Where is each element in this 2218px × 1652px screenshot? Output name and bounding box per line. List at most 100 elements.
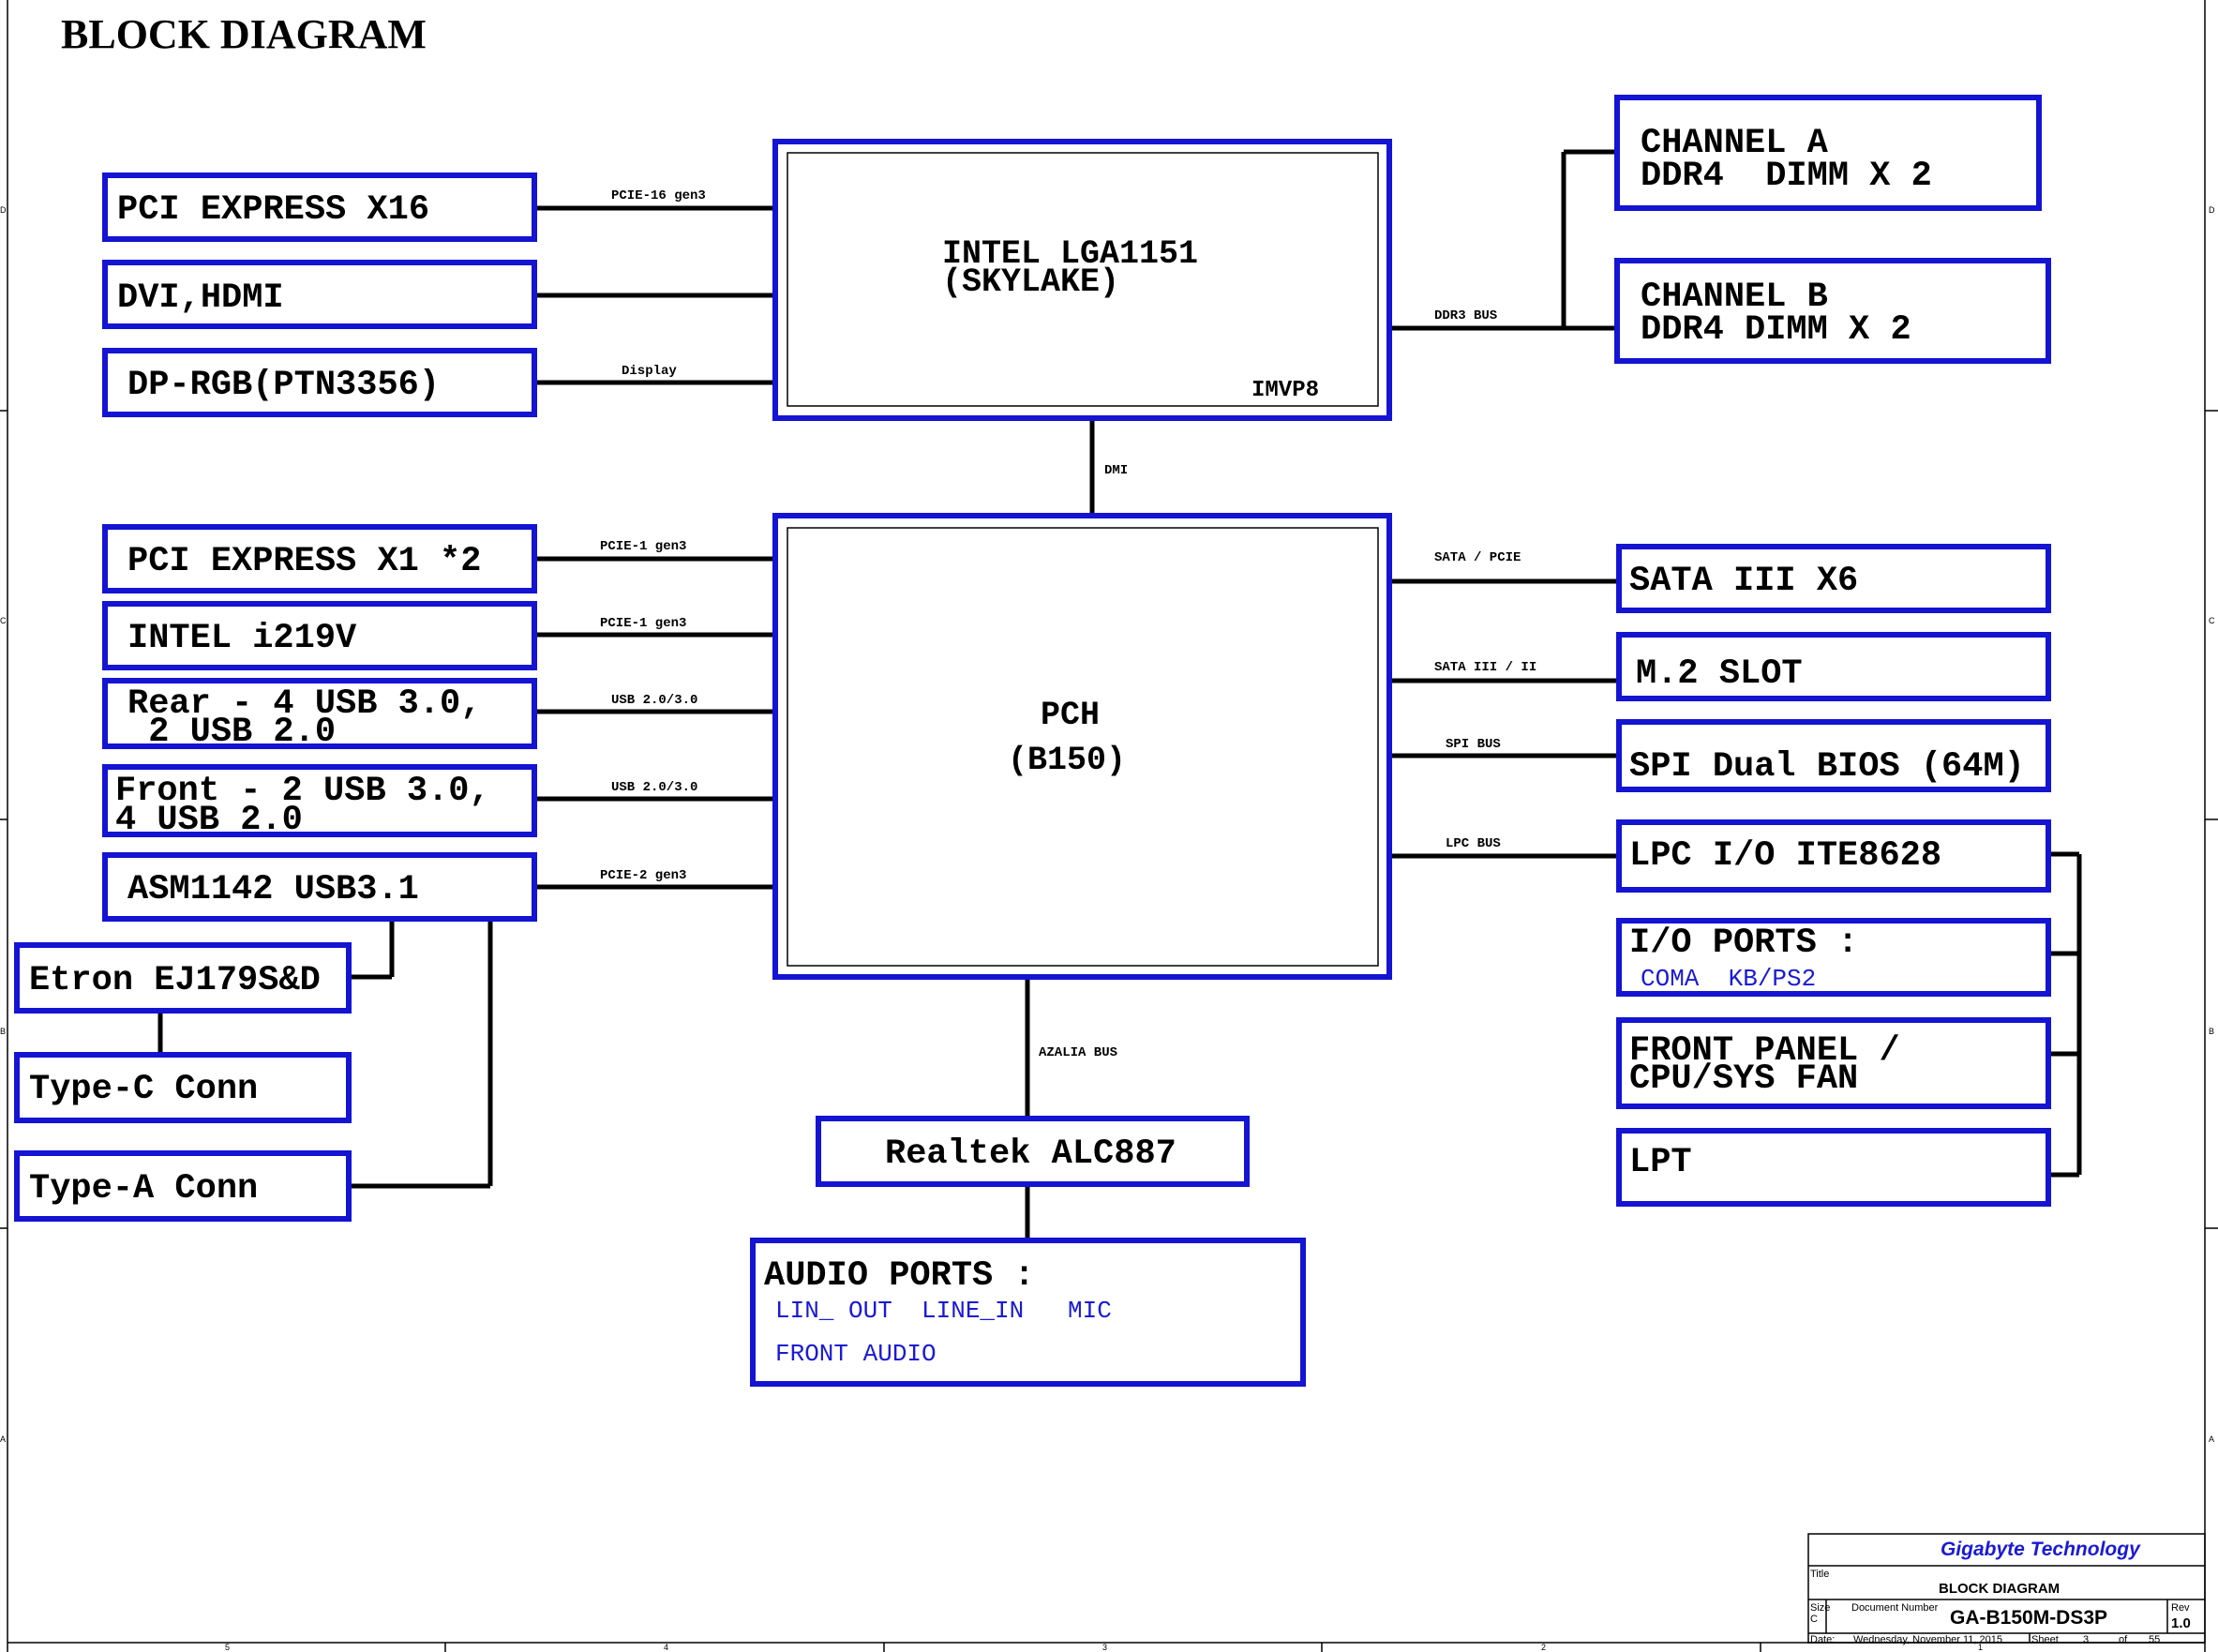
typea-label: Type-A Conn (29, 1169, 258, 1209)
signal-lpc-bus: LPC BUS (1446, 836, 1501, 851)
front-panel-block: FRONT PANEL / CPU/SYS FAN (1616, 1017, 2051, 1109)
front-panel-line2: CPU/SYS FAN (1629, 1059, 1858, 1099)
asm1142-block: ASM1142 USB3.1 (102, 852, 537, 922)
ruler-col-3: 3 (1102, 1643, 1107, 1652)
pch-model: (B150) (1008, 742, 1126, 779)
title-value: BLOCK DIAGRAM (1939, 1581, 2060, 1597)
cpu-vr-note: IMVP8 (1251, 378, 1319, 403)
rear-usb-line1: Rear - 4 USB 3.0, (127, 684, 481, 724)
ruler-col-4: 4 (664, 1643, 668, 1652)
signal-pcie1-b: PCIE-1 gen3 (600, 616, 686, 631)
channel-a-block: CHANNEL A DDR4 DIMM X 2 (1614, 95, 2042, 211)
io-ports-block: I/O PORTS : COMA KB/PS2 (1616, 918, 2051, 997)
pcie-x1-label: PCI EXPRESS X1 *2 (127, 542, 481, 581)
ruler-row-d-left: D (0, 205, 7, 215)
rev-label: Rev (2171, 1602, 2190, 1614)
date-label: Date: (1810, 1634, 1835, 1645)
pch-block: PCH (B150) (772, 513, 1392, 980)
signal-spi-bus: SPI BUS (1446, 737, 1501, 752)
channel-b-line1: CHANNEL B (1641, 278, 1828, 317)
rear-usb-block: Rear - 4 USB 3.0, 2 USB 2.0 (102, 678, 537, 752)
sata-label: SATA III X6 (1629, 562, 1858, 601)
i219v-block: INTEL i219V (102, 601, 537, 670)
dvi-hdmi-label: DVI,HDMI (117, 278, 284, 318)
channel-b-block: CHANNEL B DDR4 DIMM X 2 (1614, 258, 2051, 364)
pcie-x16-label: PCI EXPRESS X16 (117, 190, 429, 230)
signal-display: Display (622, 364, 677, 379)
lpc-io-block: LPC I/O ITE8628 (1616, 819, 2051, 893)
etron-label: Etron EJ179S&D (29, 961, 321, 1000)
connection-wires (157, 149, 2082, 1240)
cpu-block: INTEL LGA1151 (SKYLAKE) IMVP8 (772, 139, 1392, 421)
typec-block: Type-C Conn (14, 1052, 352, 1123)
ruler-row-c-right: C (2209, 616, 2215, 625)
dvi-hdmi-block: DVI,HDMI (102, 260, 537, 329)
ruler-col-5: 5 (225, 1643, 230, 1652)
signal-azalia-bus: AZALIA BUS (1039, 1045, 1117, 1060)
realtek-label: Realtek ALC887 (885, 1134, 1176, 1174)
lpt-block: LPT (1616, 1128, 2051, 1207)
pcie-x1-block: PCI EXPRESS X1 *2 (102, 524, 537, 593)
channel-a-line2: DDR4 DIMM X 2 (1641, 157, 1932, 196)
sheet-of-label: of (2119, 1634, 2128, 1645)
ruler-col-2: 2 (1541, 1643, 1546, 1652)
audio-ports-line2: LIN_ OUT LINE_IN MIC (775, 1297, 1112, 1325)
ruler-row-b-left: B (0, 1027, 6, 1036)
signal-sata3: SATA III / II (1434, 660, 1536, 675)
typec-label: Type-C Conn (29, 1070, 258, 1109)
pcie-x16-block: PCI EXPRESS X16 (102, 173, 537, 242)
signal-pcie16: PCIE-16 gen3 (611, 188, 706, 203)
typea-block: Type-A Conn (14, 1150, 352, 1222)
signal-pcie1-a: PCIE-1 gen3 (600, 539, 686, 554)
sheet-number: 3 (2083, 1634, 2089, 1645)
page-title: BLOCK DIAGRAM (61, 11, 427, 57)
signal-ddr3-bus: DDR3 BUS (1434, 308, 1497, 323)
rear-usb-line2: 2 USB 2.0 (127, 713, 336, 752)
company-name: Gigabyte Technology (1941, 1539, 2141, 1560)
signal-sata-pcie: SATA / PCIE (1434, 550, 1521, 565)
ruler-row-c-left: C (0, 616, 7, 625)
audio-ports-line3: FRONT AUDIO (775, 1340, 937, 1368)
audio-ports-line1: AUDIO PORTS : (764, 1256, 1035, 1296)
asm1142-label: ASM1142 USB3.1 (127, 870, 419, 909)
size-label: Size (1810, 1602, 1830, 1614)
realtek-block: Realtek ALC887 (816, 1116, 1250, 1187)
cpu-codename: (SKYLAKE) (942, 263, 1119, 301)
lpt-label: LPT (1629, 1143, 1692, 1182)
ruler-row-a-left: A (0, 1434, 6, 1444)
io-ports-line2: COMA KB/PS2 (1641, 965, 1816, 993)
etron-block: Etron EJ179S&D (14, 942, 352, 1014)
ruler-col-1: 1 (1978, 1643, 1983, 1652)
title-block: Gigabyte Technology Title BLOCK DIAGRAM … (1807, 1533, 2206, 1645)
m2-slot-block: M.2 SLOT (1616, 632, 2051, 701)
ruler-row-b-right: B (2209, 1027, 2214, 1036)
cpu-name: INTEL LGA1151 (942, 235, 1198, 273)
pch-name: PCH (1041, 697, 1100, 734)
sheet-label: Sheet (2031, 1634, 2059, 1645)
sheet-total: 55 (2149, 1634, 2160, 1645)
dp-rgb-label: DP-RGB(PTN3356) (127, 366, 440, 405)
sata-block: SATA III X6 (1616, 544, 2051, 613)
channel-a-line1: CHANNEL A (1641, 124, 1829, 163)
i219v-label: INTEL i219V (127, 619, 357, 658)
front-usb-block: Front - 2 USB 3.0, 4 USB 2.0 (102, 764, 537, 840)
lpc-io-label: LPC I/O ITE8628 (1629, 836, 1941, 876)
document-number-label: Document Number (1851, 1602, 1939, 1614)
dp-rgb-block: DP-RGB(PTN3356) (102, 348, 537, 417)
title-label: Title (1810, 1569, 1829, 1580)
front-usb-line1: Front - 2 USB 3.0, (115, 772, 490, 811)
spi-bios-label: SPI Dual BIOS (64M) (1629, 747, 2025, 787)
front-usb-line2: 4 USB 2.0 (115, 801, 303, 840)
document-number-value: GA-B150M-DS3P (1950, 1607, 2107, 1629)
date-value: Wednesday, November 11, 2015 (1853, 1634, 2002, 1645)
size-value: C (1810, 1614, 1818, 1625)
io-ports-line1: I/O PORTS : (1629, 924, 1858, 963)
rev-value: 1.0 (2171, 1615, 2191, 1631)
signal-usb-front: USB 2.0/3.0 (611, 780, 697, 795)
ruler-row-d-right: D (2209, 205, 2215, 215)
spi-bios-block: SPI Dual BIOS (64M) (1616, 719, 2051, 792)
audio-ports-block: AUDIO PORTS : LIN_ OUT LINE_IN MIC FRONT… (750, 1238, 1306, 1387)
signal-pcie2: PCIE-2 gen3 (600, 868, 686, 883)
